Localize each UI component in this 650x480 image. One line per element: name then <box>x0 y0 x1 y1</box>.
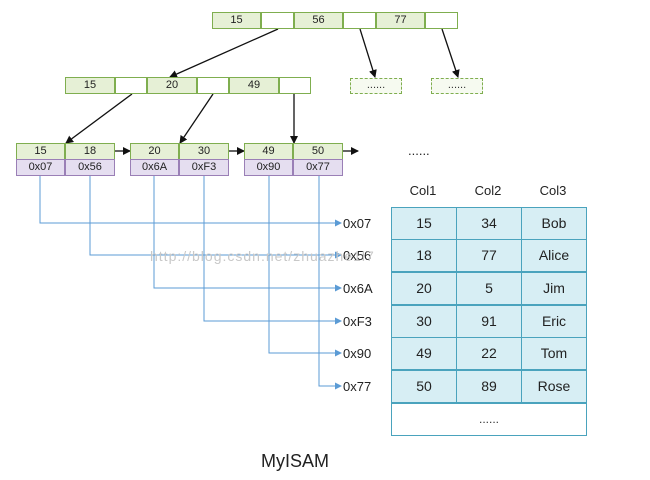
table-cell: 15 <box>391 207 457 240</box>
address-connectors <box>39 176 342 390</box>
leaf1-key-2: 18 <box>65 143 115 160</box>
level2-key-1: 15 <box>65 77 115 94</box>
table-cell: 89 <box>456 370 522 403</box>
table-cell: 50 <box>391 370 457 403</box>
root-pointer-2 <box>343 12 376 29</box>
leaf2-key-2: 30 <box>179 143 229 160</box>
level2-to-leaf1-arrow <box>65 93 133 144</box>
table-header-col2: Col2 <box>474 183 502 198</box>
table-cell: Jim <box>521 272 587 305</box>
root-pointer-3 <box>425 12 458 29</box>
level2-pointer-1 <box>115 77 147 94</box>
row-address-label: 0x07 <box>343 216 372 231</box>
root-pointer-1 <box>261 12 294 29</box>
table-cell: Alice <box>521 239 587 272</box>
level2-key-3: 49 <box>229 77 279 94</box>
table-cell: 5 <box>456 272 522 305</box>
table-cell: Tom <box>521 337 587 370</box>
level2-key-2: 20 <box>147 77 197 94</box>
table-cell: 22 <box>456 337 522 370</box>
address-connector-line <box>203 176 342 325</box>
table-cell: Bob <box>521 207 587 240</box>
row-address-label: 0x77 <box>343 379 372 394</box>
address-connector-line <box>39 176 342 227</box>
root-to-placeholder2-arrow <box>441 28 460 78</box>
table-header-col1: Col1 <box>409 183 437 198</box>
leaf2-addr-1: 0x6A <box>130 159 179 176</box>
address-connector-line <box>89 176 342 259</box>
table-footer-ellipsis: ...... <box>391 403 587 436</box>
level2-to-leaf2-arrow <box>179 93 214 144</box>
leaf-ellipsis: ...... <box>408 143 430 158</box>
level2-pointer-3 <box>279 77 311 94</box>
root-key-1: 15 <box>212 12 261 29</box>
leaf1-addr-2: 0x56 <box>65 159 115 176</box>
watermark: http://blog.csdn.net/zhuazhe1l7 <box>150 248 375 264</box>
level2-pointer-2 <box>197 77 229 94</box>
row-address-label: 0x56 <box>343 248 372 263</box>
root-key-3: 77 <box>376 12 425 29</box>
placeholder-node-2: ...... <box>431 78 483 94</box>
address-connector-line <box>268 176 342 357</box>
table-cell: 91 <box>456 305 522 338</box>
leaf3-key-2: 50 <box>293 143 343 160</box>
leaf3-addr-2: 0x77 <box>293 159 343 176</box>
table-cell: Eric <box>521 305 587 338</box>
table-cell: 77 <box>456 239 522 272</box>
table-cell: 18 <box>391 239 457 272</box>
table-cell: 34 <box>456 207 522 240</box>
table-cell: 20 <box>391 272 457 305</box>
leaf1-key-1: 15 <box>16 143 65 160</box>
table-cell: Rose <box>521 370 587 403</box>
address-connector-line <box>318 176 342 390</box>
table-cell: 49 <box>391 337 457 370</box>
table-header-col3: Col3 <box>539 183 567 198</box>
root-to-placeholder1-arrow <box>359 28 377 78</box>
table-cell: 30 <box>391 305 457 338</box>
row-address-label: 0x6A <box>343 281 373 296</box>
address-connector-line <box>153 176 342 292</box>
leaf1-addr-1: 0x07 <box>16 159 65 176</box>
diagram-caption: MyISAM <box>261 451 330 471</box>
leaf2-key-1: 20 <box>130 143 179 160</box>
leaf3-key-1: 49 <box>244 143 293 160</box>
row-address-label: 0xF3 <box>343 314 372 329</box>
root-key-2: 56 <box>294 12 343 29</box>
row-address-label: 0x90 <box>343 346 372 361</box>
leaf3-addr-1: 0x90 <box>244 159 293 176</box>
placeholder-node-1: ...... <box>350 78 402 94</box>
root-to-level2-arrow <box>169 28 279 78</box>
leaf2-addr-2: 0xF3 <box>179 159 229 176</box>
